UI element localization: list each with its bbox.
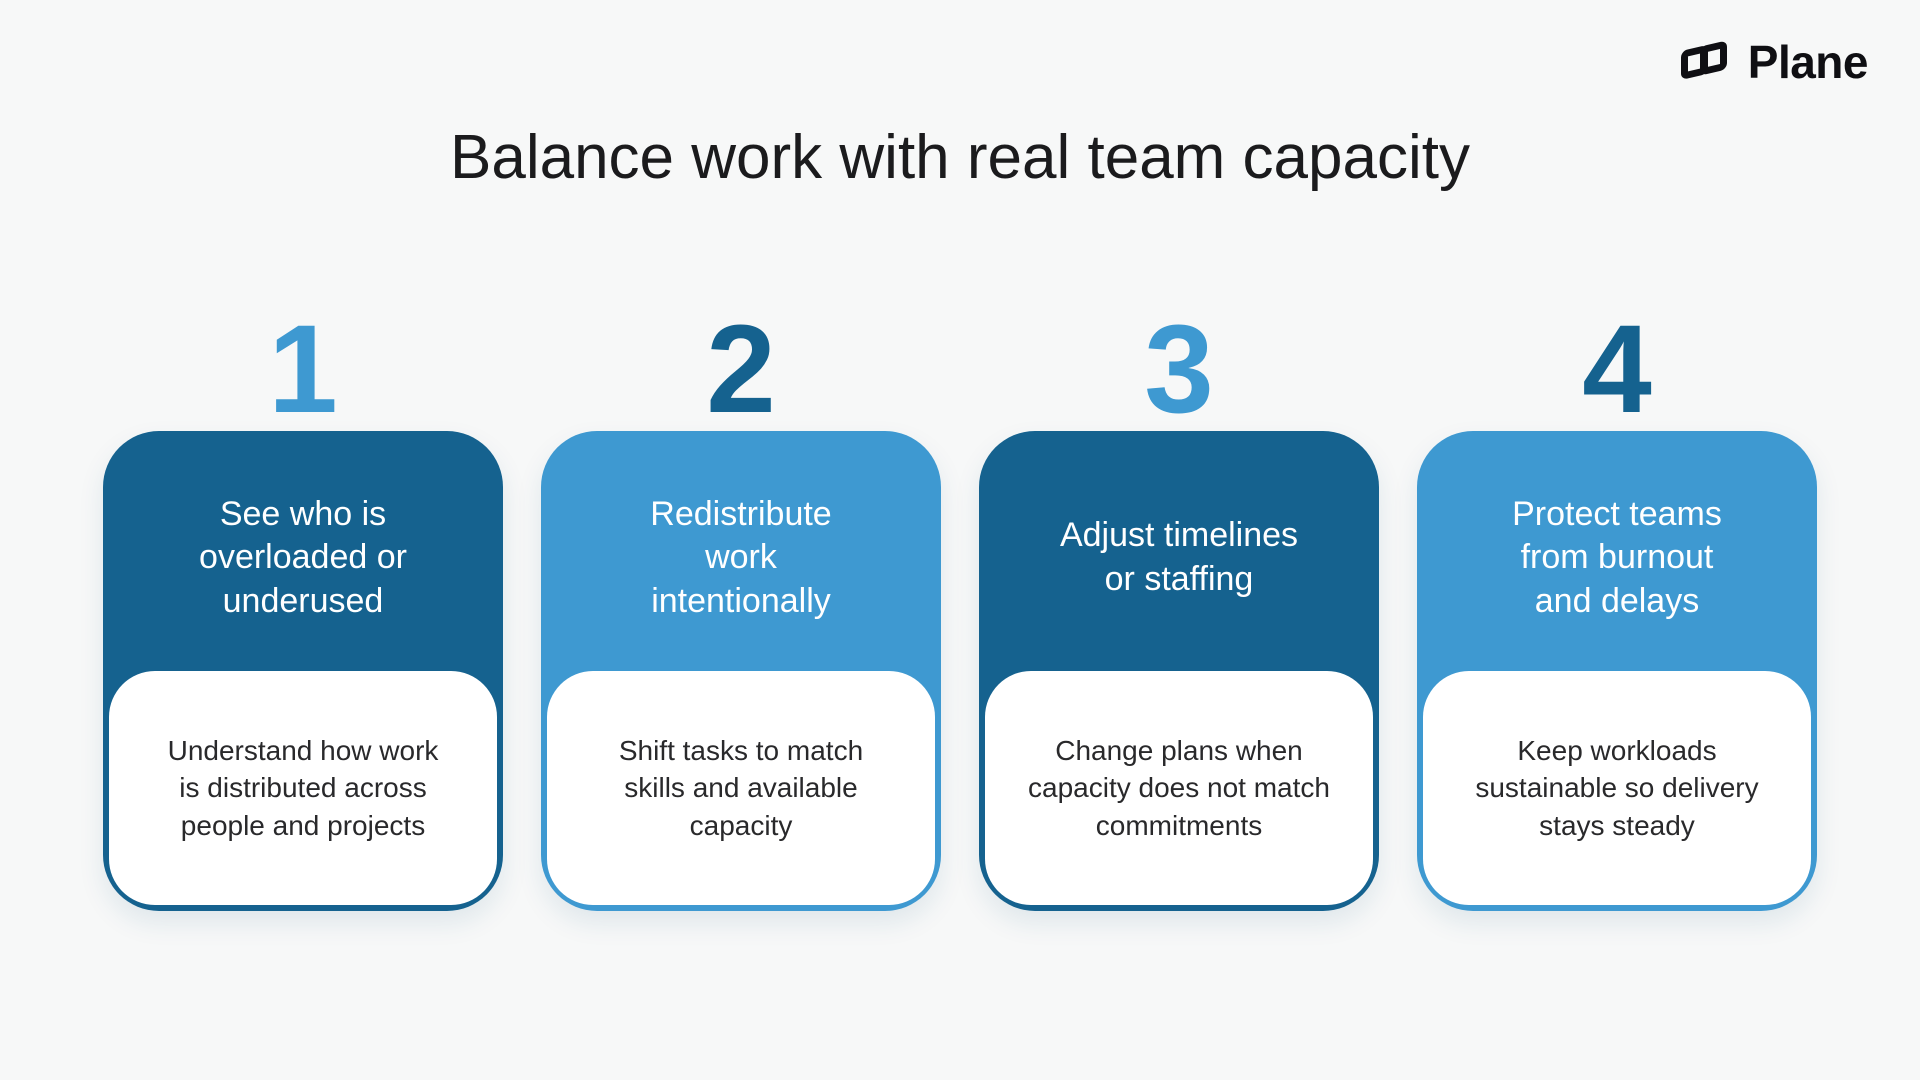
step-number: 2 xyxy=(706,300,776,440)
step-card: Redistribute work intentionally Shift ta… xyxy=(541,430,941,911)
step-number: 4 xyxy=(1582,300,1652,440)
step-description-box: Keep workloads sustainable so delivery s… xyxy=(1423,670,1811,905)
step-description-box: Understand how work is distributed acros… xyxy=(109,670,497,905)
step-column: 4 Protect teams from burnout and delays … xyxy=(1417,300,1817,911)
plane-logo-icon xyxy=(1680,41,1727,79)
step-column: 1 See who is overloaded or underused Und… xyxy=(103,300,503,911)
step-number: 1 xyxy=(268,300,338,440)
step-description-box: Shift tasks to match skills and availabl… xyxy=(547,670,935,905)
step-description: Shift tasks to match skills and availabl… xyxy=(618,734,864,841)
plane-logo-text: Plane xyxy=(1747,36,1869,88)
step-number: 3 xyxy=(1144,300,1214,440)
step-heading: Protect teams from burnout and delays xyxy=(1512,494,1722,620)
step-card: Adjust timelines or staffing Change plan… xyxy=(979,430,1379,911)
step-heading: Adjust timelines or staffing xyxy=(1059,516,1299,598)
step-card: See who is overloaded or underused Under… xyxy=(103,430,503,911)
plane-logo: Plane xyxy=(1678,36,1869,88)
step-description: Keep workloads sustainable so delivery s… xyxy=(1475,734,1759,841)
step-column: 2 Redistribute work intentionally Shift … xyxy=(541,300,941,911)
step-description: Change plans when capacity does not matc… xyxy=(1028,734,1330,841)
step-heading: Redistribute work intentionally xyxy=(650,494,832,620)
step-card: Protect teams from burnout and delays Ke… xyxy=(1417,430,1817,911)
step-description-box: Change plans when capacity does not matc… xyxy=(985,670,1373,905)
steps-row: 1 See who is overloaded or underused Und… xyxy=(0,300,1920,911)
step-description: Understand how work is distributed acros… xyxy=(167,734,439,841)
page-title: Balance work with real team capacity xyxy=(449,123,1470,192)
step-column: 3 Adjust timelines or staffing Change pl… xyxy=(979,300,1379,911)
step-heading: See who is overloaded or underused xyxy=(199,494,407,620)
